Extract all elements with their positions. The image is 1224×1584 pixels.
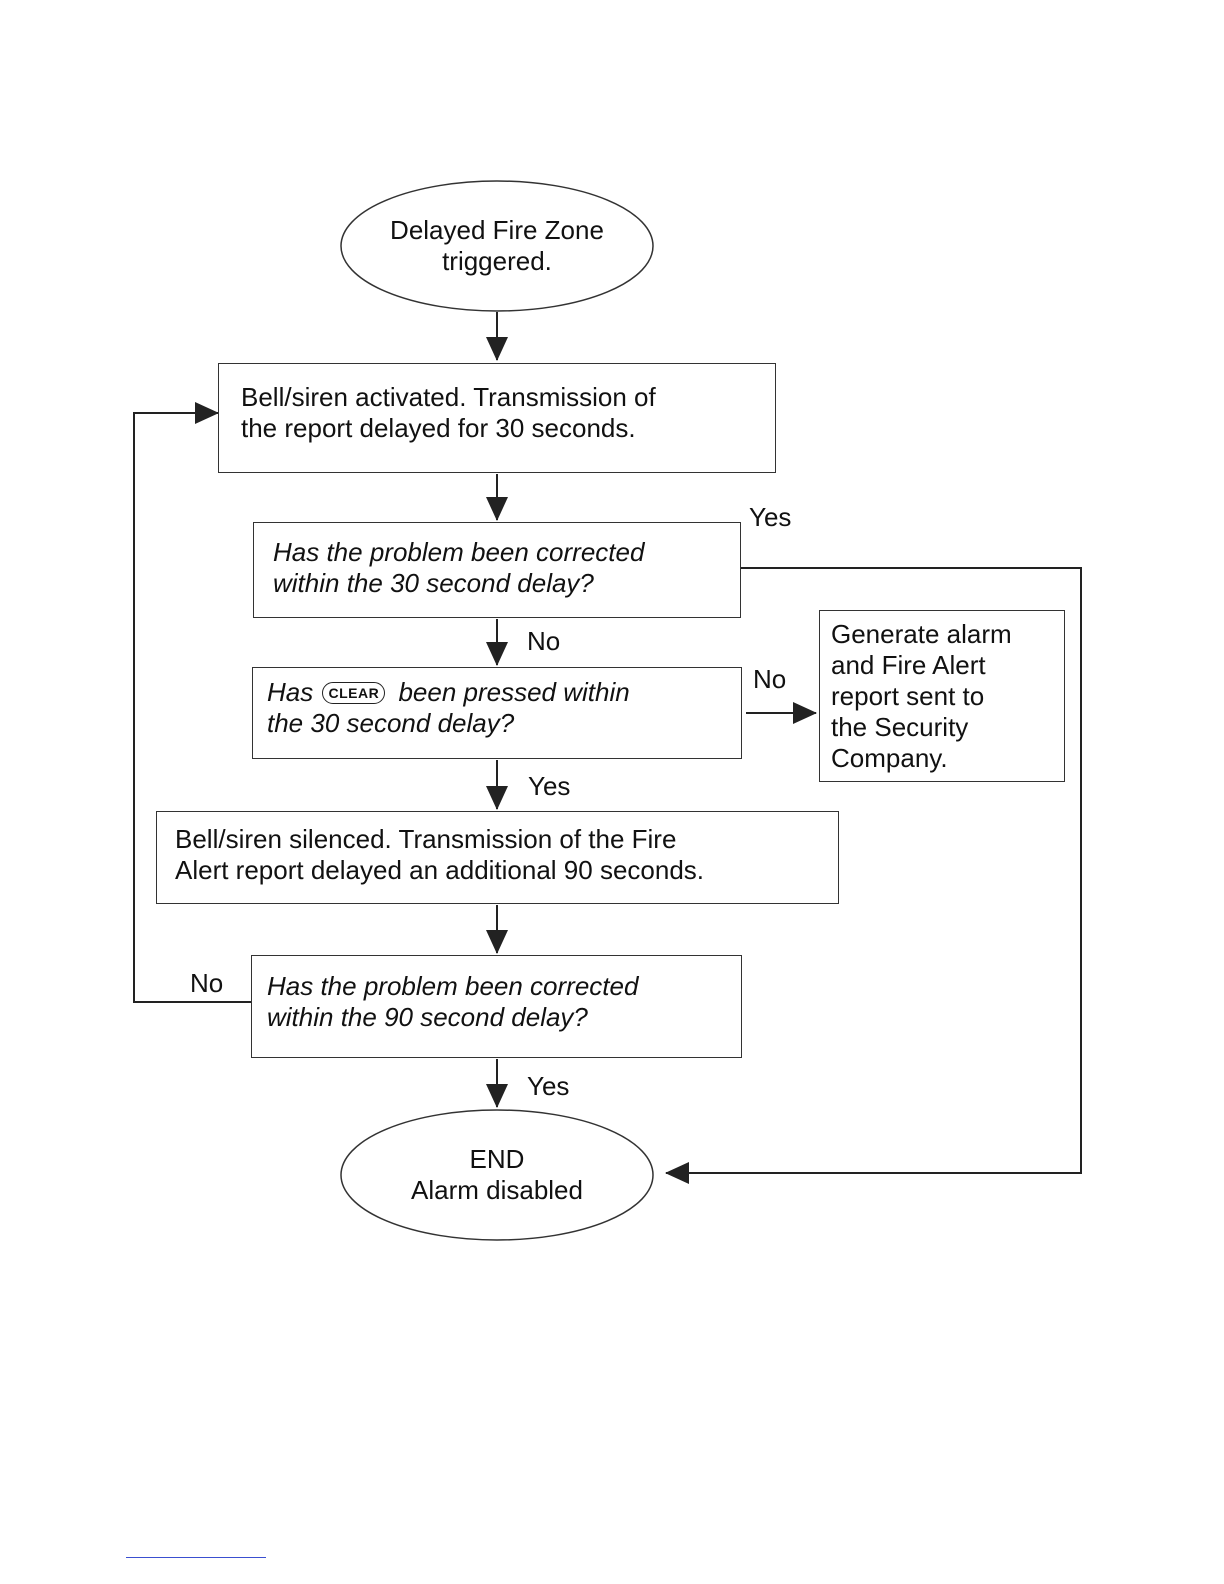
question-corrected-30-box: Has the problem been corrected within th… [253,522,741,618]
question-clear-suffix: been pressed within [398,677,630,707]
end-terminal-shape [340,1109,654,1241]
question-corrected-30-line: within the 30 second delay? [273,568,594,598]
question-corrected-30-line: Has the problem been corrected [273,537,645,567]
question-clear-prefix: Has [267,677,314,707]
bell-activated-line: the report delayed for 30 seconds. [241,413,636,443]
start-terminal-line: triggered. [442,246,552,276]
start-terminal-shape [340,180,654,312]
footer-rule [126,1557,266,1558]
start-terminal: Delayed Fire Zone triggered. [341,181,653,311]
end-terminal-line: Alarm disabled [411,1175,583,1205]
edge-label-clear-no: No [753,664,787,694]
bell-silenced-box: Bell/siren silenced. Transmission of the… [156,811,839,904]
end-terminal-line: END [469,1144,525,1174]
bell-activated-line: Bell/siren activated. Transmission of [241,382,656,412]
edge-label-corrected-30-no: No [527,626,561,656]
end-terminal: END Alarm disabled [341,1110,653,1240]
question-clear-pressed-line-2: the 30 second delay? [267,708,515,738]
question-corrected-90-line: Has the problem been corrected [267,971,639,1001]
generate-alarm-line: Generate alarm [831,619,1012,649]
bell-silenced-line: Bell/siren silenced. Transmission of the… [175,824,677,854]
question-corrected-90-line: within the 90 second delay? [267,1002,588,1032]
bell-activated-box: Bell/siren activated. Transmission of th… [218,363,776,473]
bell-silenced-line: Alert report delayed an additional 90 se… [175,855,705,885]
arrow-question-90-no-to-bell-activated [133,402,251,1003]
generate-alarm-box: Generate alarm and Fire Alert report sen… [819,610,1065,782]
generate-alarm-line: report sent to [831,681,985,711]
question-clear-pressed-line-1: Has CLEAR been pressed within [267,677,741,708]
edge-label-corrected-30-yes: Yes [749,502,792,532]
generate-alarm-line: and Fire Alert [831,650,986,680]
arrow-question-30-yes-to-end [665,567,1082,1184]
generate-alarm-line: Company. [831,743,948,773]
edge-label-clear-yes: Yes [528,771,571,801]
question-corrected-90-box: Has the problem been corrected within th… [251,955,742,1058]
edge-label-corrected-90-no: No [190,968,224,998]
edge-label-corrected-90-yes: Yes [527,1071,570,1101]
question-clear-pressed-box: Has CLEAR been pressed within the 30 sec… [252,667,742,759]
generate-alarm-line: the Security [831,712,969,742]
clear-key-icon: CLEAR [322,682,386,704]
start-terminal-line: Delayed Fire Zone [390,215,604,245]
